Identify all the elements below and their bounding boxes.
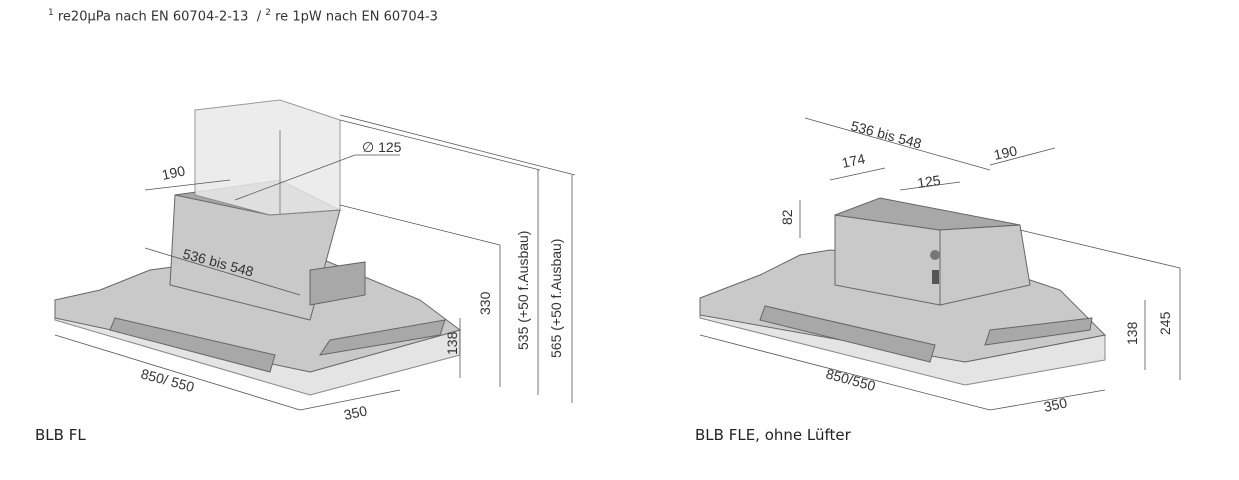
dim-350: 350 — [342, 402, 368, 423]
dim-138: 138 — [1124, 321, 1140, 345]
dim-850-550: 850/550 — [824, 365, 877, 394]
hood-drawing-blb-fl — [54, 99, 462, 396]
dim-535: 535 (+50 f.Ausbau) — [515, 231, 531, 350]
dim-190: 190 — [992, 142, 1018, 163]
dim-536-548: 536 bis 548 — [849, 117, 923, 151]
caption-blb-fle: BLB FLE, ohne Lüfter — [695, 426, 851, 444]
hood-drawing-blb-fle — [699, 197, 1107, 386]
footnote: 1 re20µPa nach EN 60704-2-13 / 2 re 1pW … — [48, 8, 438, 25]
dim-245: 245 — [1157, 311, 1173, 335]
dim-diameter-125: ∅ 125 — [362, 139, 402, 155]
dimension-lines-right — [699, 117, 1181, 411]
dim-330: 330 — [477, 291, 493, 315]
dim-138: 138 — [444, 331, 460, 355]
dim-190: 190 — [160, 162, 186, 183]
caption-blb-fl: BLB FL — [35, 426, 86, 444]
dim-565: 565 (+50 f.Ausbau) — [548, 239, 564, 358]
dim-174: 174 — [840, 150, 866, 171]
dim-350: 350 — [1042, 394, 1068, 415]
dimension-lines-left — [54, 114, 576, 411]
dim-82: 82 — [779, 209, 795, 225]
dim-125: 125 — [916, 172, 942, 191]
